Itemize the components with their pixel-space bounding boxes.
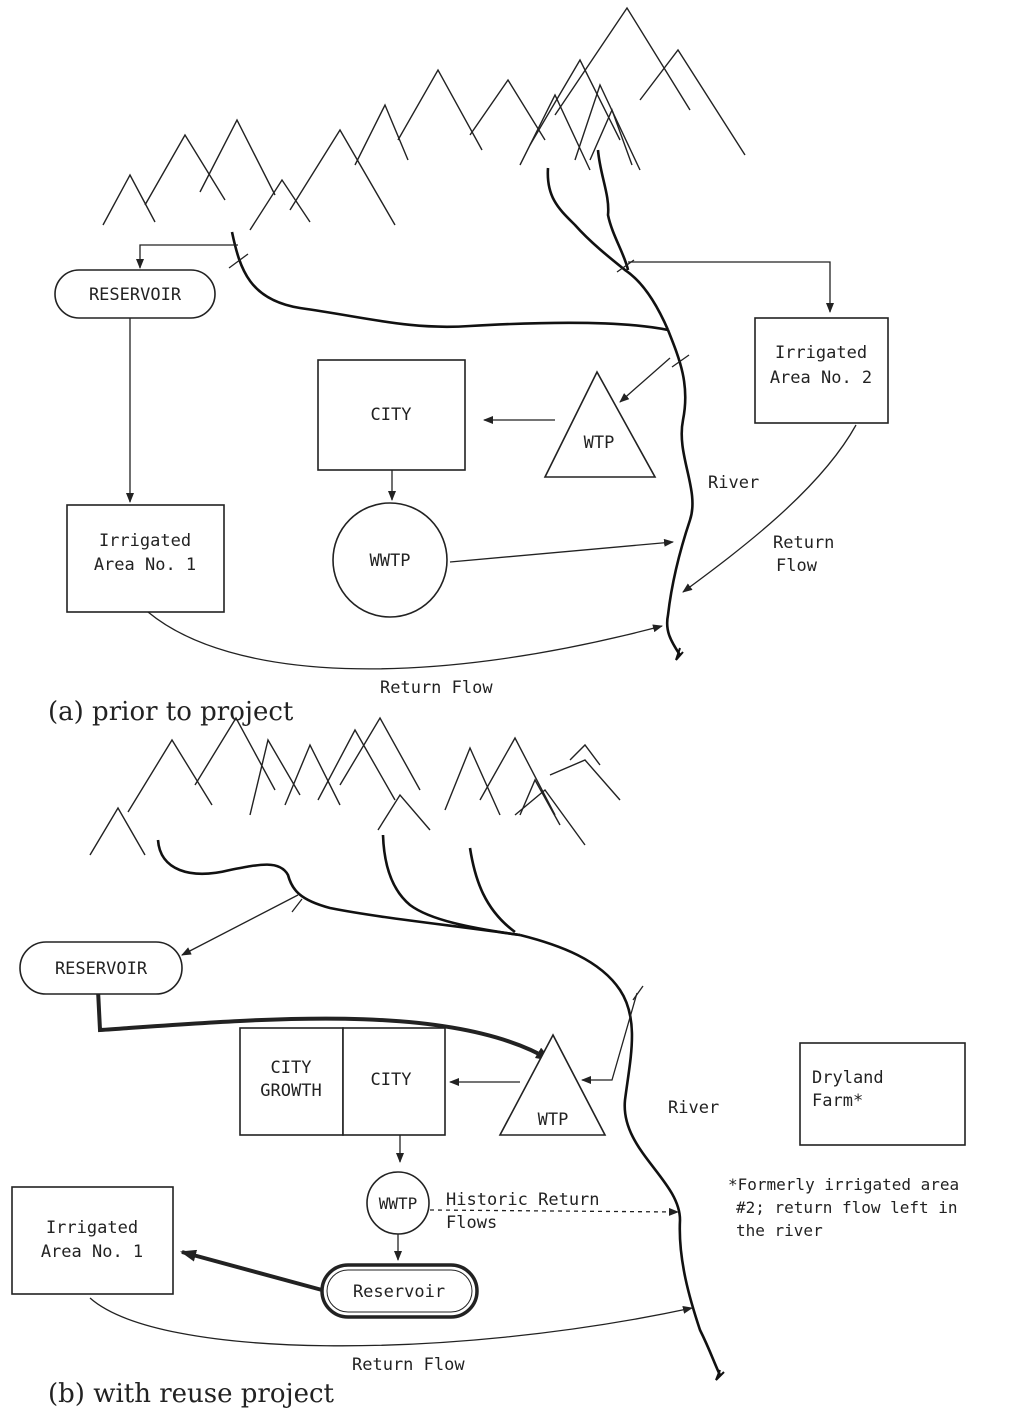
irrigated-1-line1: Irrigated: [99, 531, 191, 551]
return-flow-bottom-arrow-b: [89, 1297, 693, 1347]
city-label-b: CITY: [371, 1070, 412, 1090]
footnote-line3: the river: [736, 1221, 823, 1240]
wwtp-label-b: WWTP: [379, 1194, 418, 1213]
wtp-a: WTP: [543, 370, 657, 478]
city-growth-line2: GROWTH: [260, 1081, 321, 1101]
wwtp-to-river-arrow: [449, 538, 674, 563]
reservoir-label: RESERVOIR: [89, 285, 182, 305]
return-flow-bottom-b: Return Flow: [352, 1355, 465, 1375]
wwtp-label: WWTP: [370, 551, 411, 571]
river-b: [156, 834, 725, 1381]
footnote-line1: *Formerly irrigated area: [728, 1175, 959, 1194]
river-a: [228, 149, 694, 661]
historic-return-line2: Flows: [446, 1213, 497, 1233]
irrigated-area-1-b: Irrigated Area No. 1: [11, 1186, 174, 1295]
irrigated-2-line2: Area No. 2: [770, 368, 872, 388]
caption-b: (b) with reuse project: [48, 1379, 335, 1409]
dryland-line2: Farm*: [812, 1091, 863, 1111]
return-flow-bottom-arrow: [147, 611, 663, 670]
river-to-wtp-arrow: [619, 357, 671, 403]
dryland-farm: Dryland Farm*: [799, 1042, 966, 1146]
return-flow-right-line2: Flow: [776, 556, 818, 576]
river-label-b: River: [668, 1098, 719, 1118]
reservoir-top-b: RESERVOIR: [19, 941, 183, 995]
irrigated-area-2: Irrigated Area No. 2: [754, 317, 889, 424]
return-flow-right-arrow: [682, 424, 857, 593]
panel-b: RESERVOIR CITY GROWTH CITY WTP River Dry…: [11, 716, 966, 1409]
irrigated-2-line1: Irrigated: [775, 343, 867, 363]
reservoir-to-irrigated-pipeline: [180, 1249, 323, 1292]
irrigated-1-b-line2: Area No. 1: [41, 1242, 143, 1262]
dryland-line1: Dryland: [812, 1068, 884, 1088]
panel-a: RESERVOIR Irrigated Area No. 1 Irrigated…: [48, 6, 889, 727]
irrigated-1-line2: Area No. 1: [94, 555, 196, 575]
city-b: CITY: [342, 1027, 446, 1136]
diversion-to-irrigated-2: [628, 261, 834, 313]
reservoir-bottom-b: Reservoir: [320, 1263, 479, 1319]
river-label-a: River: [708, 473, 759, 493]
reservoir-a: RESERVOIR: [54, 269, 216, 319]
wwtp-b: WWTP: [366, 1171, 430, 1235]
irrigated-1-b-line1: Irrigated: [46, 1218, 138, 1238]
city-a: CITY: [317, 359, 466, 471]
river-to-wtp-arrow-b: [581, 992, 638, 1084]
mountains-a: [102, 6, 746, 231]
irrigated-area-1-a: Irrigated Area No. 1: [66, 504, 225, 613]
city-label: CITY: [371, 405, 412, 425]
wwtp-a: WWTP: [332, 502, 448, 618]
city-growth-b: CITY GROWTH: [239, 1027, 344, 1136]
diversion-to-reservoir-a: [136, 244, 238, 269]
footnote-line2: #2; return flow left in: [736, 1198, 958, 1217]
wtp-label: WTP: [584, 433, 615, 453]
mountains-b: [89, 716, 621, 856]
city-growth-line1: CITY: [271, 1058, 312, 1078]
historic-return-line1: Historic Return: [446, 1190, 600, 1210]
wtp-b: WTP: [498, 1033, 607, 1136]
reservoir-top-label: RESERVOIR: [55, 959, 148, 979]
wtp-label-b: WTP: [538, 1110, 569, 1130]
caption-a: (a) prior to project: [48, 697, 294, 727]
return-flow-bottom-a: Return Flow: [380, 678, 493, 698]
river-to-reservoir-arrow-b: [181, 894, 299, 956]
return-flow-right-line1: Return: [773, 533, 834, 553]
reservoir-bottom-label: Reservoir: [353, 1282, 445, 1302]
historic-return-flow-arrow: [429, 1207, 679, 1216]
reservoir-to-wtp-pipeline: [96, 989, 552, 1062]
